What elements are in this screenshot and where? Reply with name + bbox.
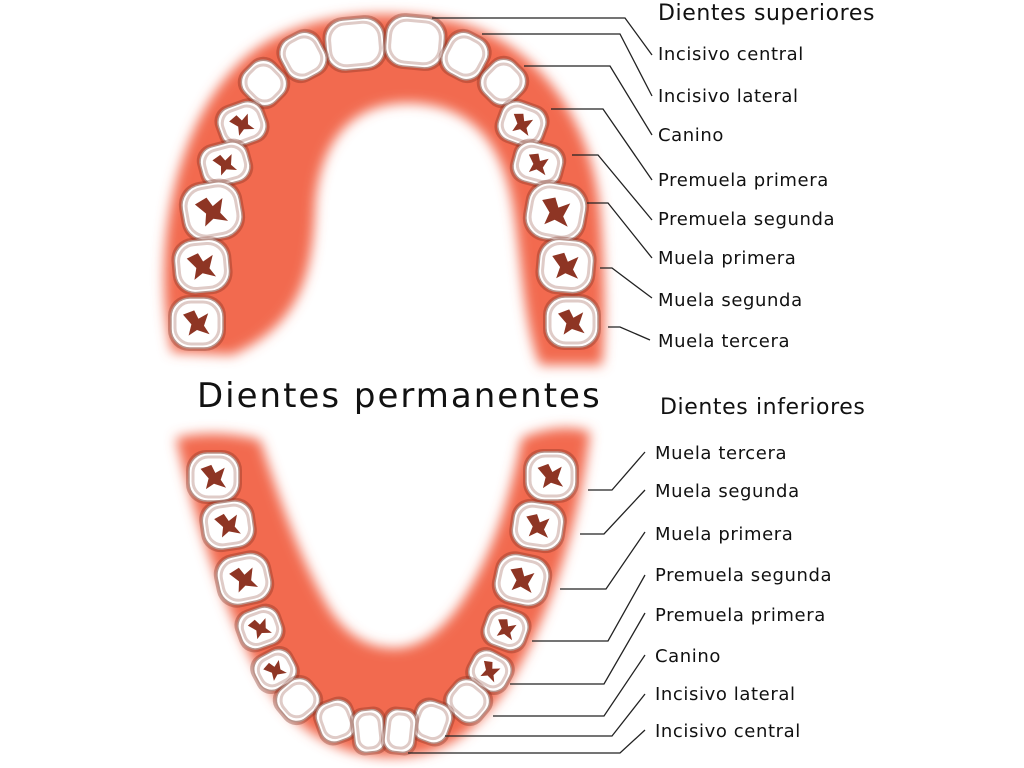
upper-premolar-2-left [196, 138, 254, 190]
upper-incisor-lateral-left [276, 28, 330, 84]
lower-molar-2-left [199, 497, 257, 553]
upper-label-canino: Canino [658, 125, 725, 146]
upper-canine-left [237, 56, 291, 110]
lower-label-incisivo-lateral: Incisivo lateral [655, 684, 796, 705]
lower-incisor-central-right [380, 706, 420, 756]
lower-premolar-2-left [234, 603, 286, 653]
upper-leader-1 [482, 33, 653, 97]
lower-heading: Dientes inferiores [660, 395, 866, 420]
lower-molar-1-left [213, 550, 275, 608]
lower-leader-4 [510, 612, 646, 685]
upper-molar-2-left [171, 236, 233, 296]
upper-label-incisivo-lateral: Incisivo lateral [658, 86, 799, 107]
lower-premolar-1-left [250, 645, 300, 695]
upper-leader-0 [432, 17, 653, 56]
lower-label-canino: Canino [655, 646, 722, 667]
lower-leader-2 [560, 531, 646, 590]
upper-canine-right [476, 55, 530, 109]
lower-canine-right [442, 675, 494, 727]
upper-label-muela-tercera: Muela tercera [658, 331, 791, 352]
lower-label-muela-primera: Muela primera [655, 524, 794, 545]
lower-molar-1-right [491, 551, 553, 609]
lower-leader-7 [408, 729, 646, 754]
upper-molar-1-right [522, 179, 590, 245]
upper-molar-2-right [535, 236, 597, 296]
upper-molar-3-right [543, 294, 601, 350]
lower-molar-2-right [509, 498, 567, 554]
lower-molar-3-left [186, 450, 242, 504]
upper-leader-2 [524, 65, 653, 136]
upper-label-premuela-segunda: Premuela segunda [658, 209, 836, 230]
upper-incisor-lateral-right [438, 28, 492, 84]
upper-molar-3-left [168, 295, 226, 351]
lower-incisor-lateral-right [408, 697, 456, 747]
upper-label-premuela-primera: Premuela primera [658, 170, 829, 191]
upper-premolar-2-right [509, 138, 567, 190]
lower-label-incisivo-central: Incisivo central [655, 721, 801, 742]
upper-leader-3 [551, 108, 653, 181]
upper-label-muela-primera: Muela primera [658, 248, 797, 269]
lower-leader-1 [580, 489, 646, 535]
upper-leader-5 [587, 202, 653, 259]
upper-heading: Dientes superiores [658, 1, 876, 26]
diagram-title: Dientes permanentes [197, 376, 602, 416]
upper-leader-7 [608, 326, 651, 341]
leader-lines [408, 17, 653, 754]
lower-canine-left [272, 674, 324, 726]
upper-arch [164, 13, 605, 365]
lower-label-premuela-segunda: Premuela segunda [655, 565, 833, 586]
lower-leader-3 [532, 574, 646, 642]
upper-leader-4 [572, 154, 653, 221]
lower-leader-0 [588, 451, 646, 491]
lower-arch [176, 428, 590, 758]
upper-label-muela-segunda: Muela segunda [658, 290, 803, 311]
lower-leader-5 [493, 654, 646, 717]
lower-incisor-lateral-left [312, 696, 360, 746]
upper-leader-6 [600, 267, 653, 299]
lower-incisor-central-left [349, 706, 389, 756]
upper-premolar-1-right [494, 98, 550, 150]
lower-label-muela-tercera: Muela tercera [655, 443, 788, 464]
upper-premolar-1-left [214, 98, 270, 150]
lower-label-premuela-primera: Premuela primera [655, 605, 826, 626]
upper-incisor-central-right [382, 13, 448, 71]
lower-molar-3-right [523, 449, 579, 503]
lower-label-muela-segunda: Muela segunda [655, 481, 800, 502]
upper-label-incisivo-central: Incisivo central [658, 44, 804, 65]
lower-leader-6 [445, 693, 646, 737]
upper-molar-1-left [178, 178, 246, 244]
lower-premolar-2-right [480, 604, 532, 654]
upper-incisor-central-left [322, 15, 388, 73]
